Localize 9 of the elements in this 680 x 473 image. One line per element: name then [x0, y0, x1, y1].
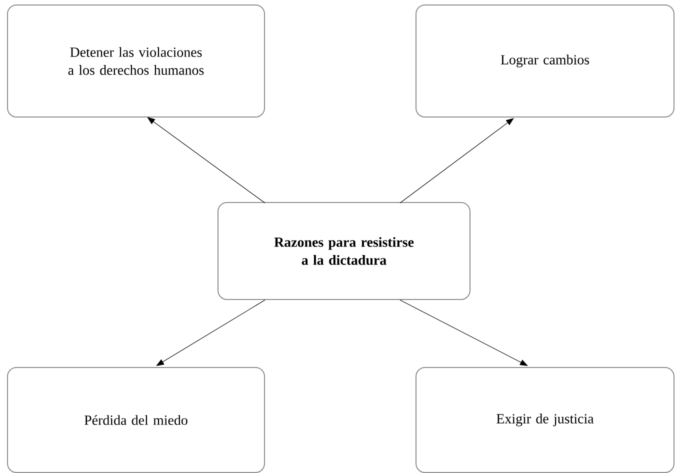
arrow [400, 118, 514, 204]
text-box: Lograr cambios [416, 4, 674, 118]
arrow [400, 300, 528, 366]
arrow [156, 300, 266, 366]
text-box: Pérdida del miedo [7, 367, 265, 473]
text-box: Razones para resistirse a la dictadura [218, 202, 470, 300]
arrow [147, 117, 266, 204]
text-box: Exigir de justicia [416, 367, 674, 473]
text-box: Detener las violaciones a los derechos humanos [7, 4, 265, 118]
